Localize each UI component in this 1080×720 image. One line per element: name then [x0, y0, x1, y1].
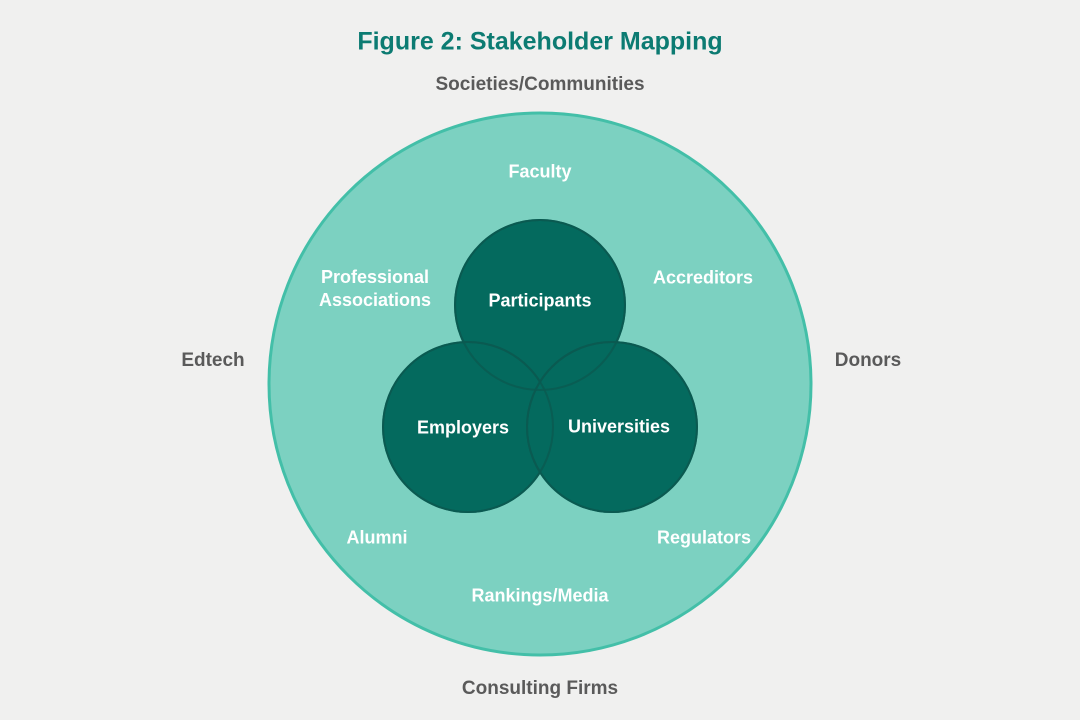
figure-title: Figure 2: Stakeholder Mapping — [357, 27, 723, 56]
ring-label-alumni: Alumni — [346, 527, 408, 548]
outer-label-societies-communities: Societies/Communities — [435, 73, 645, 95]
universities-circle-outline — [526, 341, 698, 513]
ring-label-accreditors: Accreditors — [652, 267, 754, 288]
ring-label-rankings-media: Rankings/Media — [471, 585, 609, 606]
core-label-employers: Employers — [416, 417, 510, 438]
core-label-participants: Participants — [488, 290, 592, 311]
ring-label-professional-associations: Professional Associations — [318, 266, 432, 310]
ring-label-faculty: Faculty — [508, 161, 572, 182]
core-label-universities: Universities — [567, 416, 671, 437]
ring-label-regulators: Regulators — [656, 527, 752, 548]
outer-label-consulting-firms: Consulting Firms — [461, 677, 619, 699]
outer-label-donors: Donors — [834, 349, 902, 371]
participants-circle-outline — [454, 219, 626, 391]
employers-circle-outline — [382, 341, 554, 513]
outer-label-edtech: Edtech — [181, 349, 245, 371]
